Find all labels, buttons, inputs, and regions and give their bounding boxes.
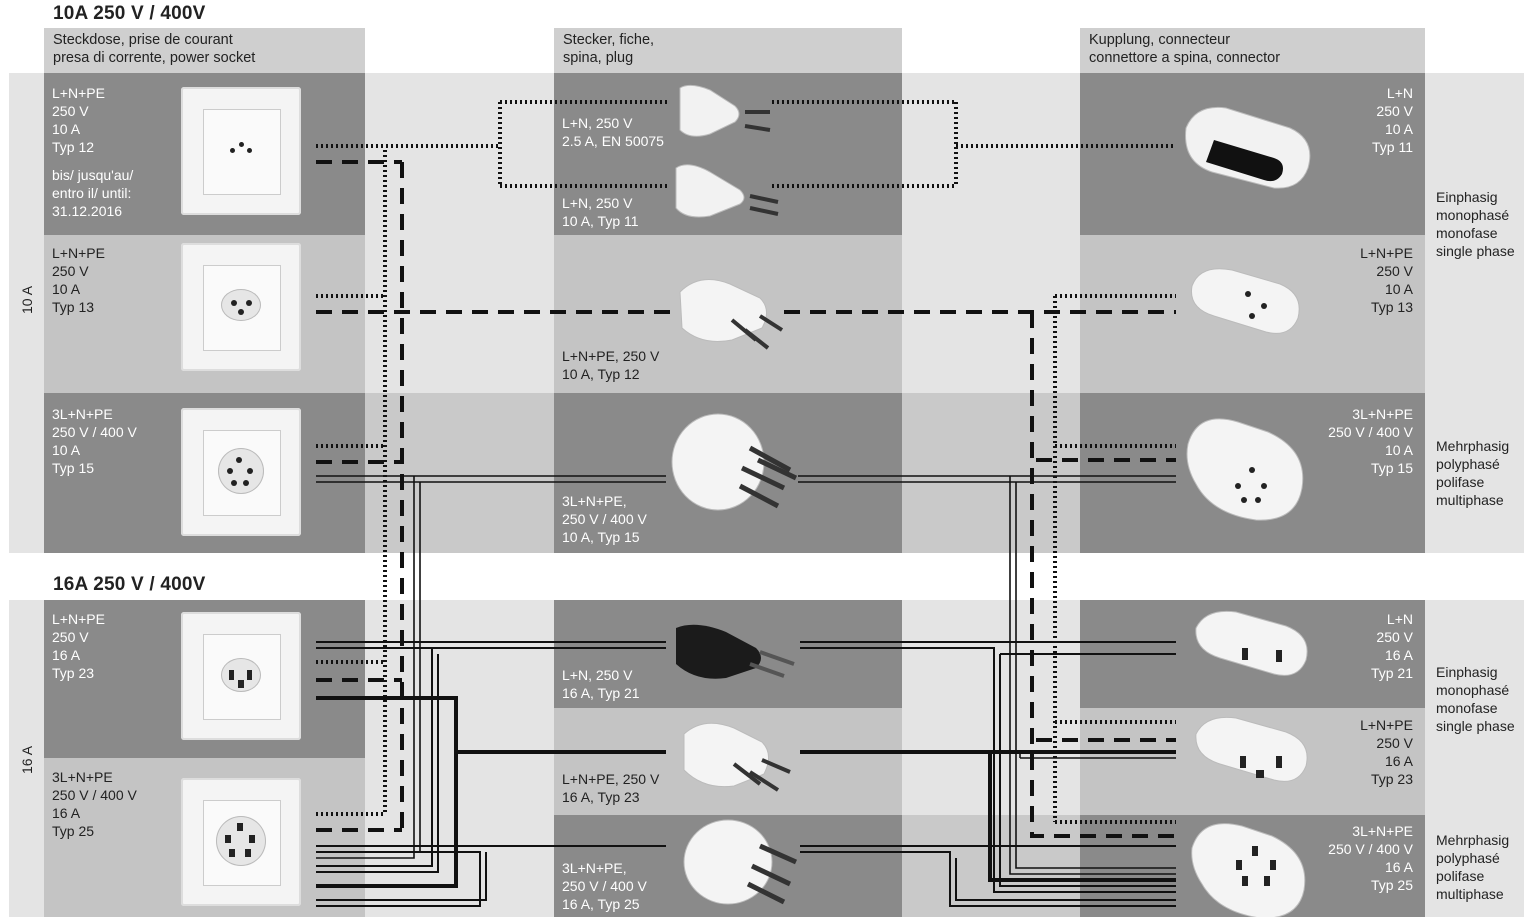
- connector-image-typ11: [1185, 106, 1311, 189]
- plug-column-header: Stecker, fiche, spina, plug: [554, 28, 902, 73]
- connector-image-typ23: [1195, 716, 1308, 782]
- socket-image-typ12: [181, 87, 301, 215]
- connector-label-typ25: 3L+N+PE 250 V / 400 V 16 A Typ 25: [1328, 823, 1413, 893]
- socket-image-typ13: [181, 243, 301, 371]
- connector-image-typ25: [1191, 823, 1306, 917]
- plug-image-euro: [679, 84, 771, 137]
- connector-image-typ15: [1186, 418, 1304, 521]
- socket-label-typ25: 3L+N+PE 250 V / 400 V 16 A Typ 25: [52, 769, 137, 839]
- connector-image-typ13: [1190, 268, 1300, 334]
- dashed-compat-lines: [316, 160, 1176, 838]
- connector-label-typ21: L+N 250 V 16 A Typ 21: [1370, 611, 1413, 681]
- connector-image-typ21: [1195, 610, 1308, 676]
- plug-image-typ15: [671, 413, 798, 511]
- connector-column-header: Kupplung, connecteur connettore a spina,…: [1080, 28, 1425, 73]
- plug-label-typ15: 3L+N+PE, 250 V / 400 V 10 A, Typ 15: [562, 493, 647, 545]
- plug-label-euro: L+N, 250 V 2.5 A, EN 50075: [562, 115, 664, 149]
- socket-label-typ15: 3L+N+PE 250 V / 400 V 10 A Typ 15: [52, 406, 137, 476]
- plug-image-typ12: [679, 279, 784, 350]
- connector-label-typ13: L+N+PE 250 V 10 A Typ 13: [1360, 245, 1413, 315]
- plug-image-typ21: [676, 624, 795, 679]
- gap-band-10a: [365, 393, 554, 553]
- plug-label-typ11: L+N, 250 V 10 A, Typ 11: [562, 195, 639, 229]
- phase-label-single-16a: Einphasig monophasé monofase single phas…: [1436, 664, 1515, 734]
- thick-solid-lines: [316, 696, 1176, 888]
- plug-image-typ11: [675, 164, 779, 218]
- section-title-10a: 10A 250 V / 400V: [53, 3, 206, 24]
- plug-label-typ12: L+N+PE, 250 V 10 A, Typ 12: [562, 348, 660, 382]
- phase-label-single-10a: Einphasig monophasé monofase single phas…: [1436, 189, 1515, 259]
- socket-note-typ12: bis/ jusqu'au/ entro il/ until: 31.12.20…: [52, 167, 134, 219]
- connector-label-typ15: 3L+N+PE 250 V / 400 V 10 A Typ 15: [1328, 406, 1413, 476]
- section-title-16a: 16A 250 V / 400V: [53, 574, 206, 595]
- socket-label-typ23: L+N+PE 250 V 16 A Typ 23: [52, 611, 105, 681]
- connector-label-typ11: L+N 250 V 10 A Typ 11: [1372, 85, 1413, 155]
- connector-label-typ23: L+N+PE 250 V 16 A Typ 23: [1360, 717, 1413, 787]
- socket-label-typ12: L+N+PE 250 V 10 A Typ 12: [52, 85, 105, 155]
- socket-column-header: Steckdose, prise de courant presa di cor…: [44, 28, 365, 73]
- plug-label-typ23: L+N+PE, 250 V 16 A, Typ 23: [562, 771, 660, 805]
- plug-image-typ25: [683, 819, 798, 905]
- socket-image-typ23: [181, 612, 301, 740]
- phase-label-multi-16a: Mehrphasig polyphasé polifase multiphase: [1436, 832, 1510, 902]
- plug-label-typ21: L+N, 250 V 16 A, Typ 21: [562, 667, 640, 701]
- phase-label-multi-10a: Mehrphasig polyphasé polifase multiphase: [1436, 438, 1510, 508]
- socket-label-typ13: L+N+PE 250 V 10 A Typ 13: [52, 245, 105, 315]
- thin-multiphase-lines: [316, 475, 1176, 875]
- plug-label-typ25: 3L+N+PE, 250 V / 400 V 16 A, Typ 25: [562, 860, 647, 912]
- gap-band-10a-right: [902, 393, 1080, 553]
- plug-image-typ23: [683, 722, 791, 792]
- dotted-compat-lines: [316, 100, 1176, 824]
- socket-image-typ15: [181, 408, 301, 536]
- socket-image-typ25: [181, 778, 301, 906]
